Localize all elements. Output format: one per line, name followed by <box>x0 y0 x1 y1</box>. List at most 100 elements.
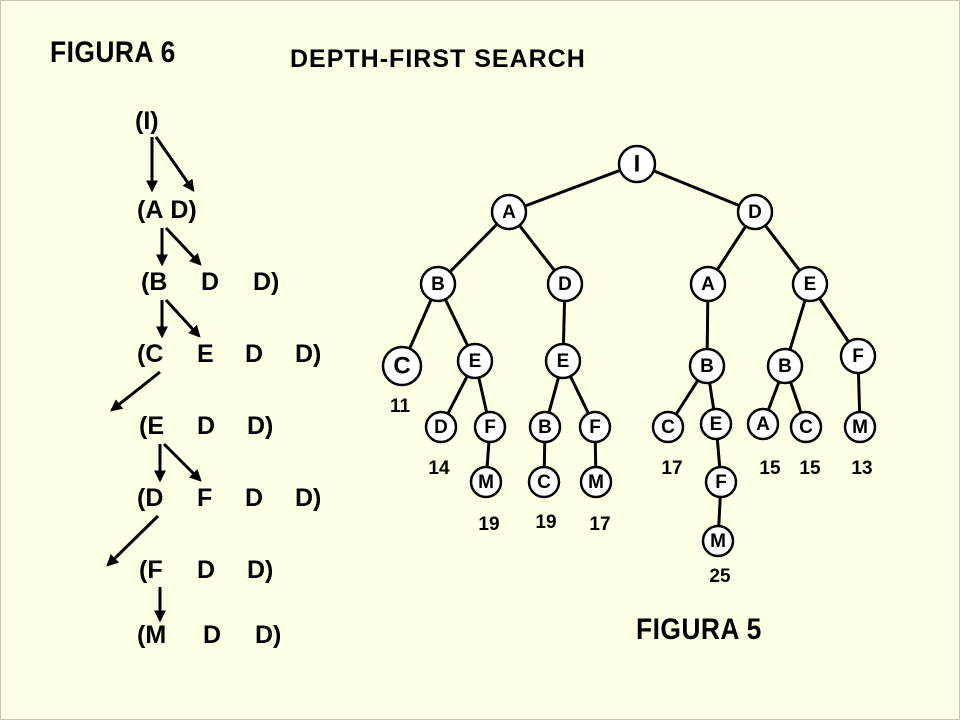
queue-item: (A <box>137 196 164 224</box>
tree-node-circle <box>839 337 877 375</box>
tree-node-circle <box>473 410 507 444</box>
queue-item: D <box>201 268 220 296</box>
path-cost-label: 14 <box>428 458 450 479</box>
tree-node-circle <box>736 193 774 231</box>
queue-arrow <box>110 370 161 412</box>
tree-node-b2: B <box>688 347 726 385</box>
path-cost-label: 17 <box>589 514 610 535</box>
queue-item: (C <box>137 340 164 368</box>
tree-node-label: D <box>558 274 572 295</box>
tree-node-e3: E <box>544 342 582 380</box>
queue-item: D <box>245 340 264 368</box>
queue-arrow <box>154 136 195 192</box>
queue-item: D <box>197 556 216 584</box>
path-cost-label: 15 <box>759 458 781 479</box>
tree-node-b4: B <box>528 410 562 444</box>
tree-node-label: E <box>710 414 723 435</box>
tree-node-m3: M <box>579 465 613 499</box>
tree-node-label: C <box>537 472 551 493</box>
tree-node-label: E <box>557 351 570 372</box>
tree-node-label: B <box>778 356 792 377</box>
tree-node-c2: C <box>651 410 685 444</box>
tree-node-a2: A <box>689 265 727 303</box>
queue-item: (I) <box>135 107 159 135</box>
tree-node-label: M <box>852 417 868 438</box>
tree-node-circle <box>546 265 584 303</box>
tree-node-label: C <box>799 417 813 438</box>
queue-item: D <box>203 621 222 649</box>
tree-node-label: A <box>701 274 715 295</box>
queue-item: D) <box>253 268 280 296</box>
tree-node-c3: C <box>789 410 823 444</box>
depth-first-search-title: DEPTH-FIRST SEARCH <box>290 45 586 73</box>
tree-node-f1: F <box>839 337 877 375</box>
figura5-title: FIGURA 5 <box>636 613 762 646</box>
tree-node-d1: D <box>736 193 774 231</box>
tree-node-circle <box>766 347 804 385</box>
tree-node-label: C <box>393 352 410 379</box>
tree-node-circle <box>704 465 738 499</box>
tree-node-b1: B <box>419 265 457 303</box>
tree-node-a1: A <box>490 193 528 231</box>
queue-arrow <box>162 442 202 482</box>
path-cost-label: 19 <box>478 514 499 535</box>
queue-item: D) <box>247 412 274 440</box>
tree-node-circle <box>528 410 562 444</box>
tree-node-label: E <box>469 351 482 372</box>
tree-node-label: B <box>538 417 552 438</box>
tree-node-circle <box>578 410 612 444</box>
queue-step-0: (I) <box>135 107 159 136</box>
tree-node-circle <box>617 144 657 184</box>
tree-node-circle <box>490 193 528 231</box>
tree-node-e1: E <box>791 265 829 303</box>
queue-item: D) <box>295 484 322 512</box>
path-cost-label: 11 <box>390 396 411 417</box>
tree-node-m1: M <box>843 410 877 444</box>
tree-node-i: I <box>617 144 657 184</box>
tree-node-c1: C <box>381 345 423 387</box>
tree-node-circle <box>419 265 457 303</box>
queue-item: (B <box>141 268 168 296</box>
queue-item: D) <box>170 196 197 224</box>
tree-node-circle <box>699 407 733 441</box>
tree-node-label: F <box>852 346 864 367</box>
tree-node-circle <box>689 265 727 303</box>
tree-node-label: B <box>431 274 445 295</box>
tree-node-b3: B <box>766 347 804 385</box>
queue-item: D) <box>247 556 274 584</box>
tree-node-label: A <box>756 414 770 435</box>
queue-item: D <box>197 412 216 440</box>
tree-node-circle <box>688 347 726 385</box>
tree-node-label: I <box>634 150 641 177</box>
queue-arrow <box>106 514 160 567</box>
queue-arrow <box>164 226 202 266</box>
tree-node-label: F <box>484 417 496 438</box>
path-cost-label: 17 <box>661 458 682 479</box>
tree-node-label: A <box>502 202 516 223</box>
tree-node-circle <box>791 265 829 303</box>
queue-step-6: (F D D) <box>139 556 273 585</box>
tree-node-label: D <box>434 417 448 438</box>
tree-node-e2: E <box>456 342 494 380</box>
tree-node-label: M <box>710 531 726 552</box>
tree-node-circle <box>701 524 735 558</box>
tree-node-circle <box>456 342 494 380</box>
queue-step-1: (A D) <box>137 196 197 225</box>
tree-node-label: E <box>804 274 817 295</box>
queue-item: D) <box>295 340 322 368</box>
queue-item: F <box>197 484 213 512</box>
queue-item: D <box>245 484 264 512</box>
queue-arrow <box>164 298 201 338</box>
tree-node-f3: F <box>578 410 612 444</box>
tree-node-label: B <box>700 356 714 377</box>
tree-node-circle <box>527 465 561 499</box>
queue-item: (F <box>139 556 163 584</box>
tree-node-circle <box>651 410 685 444</box>
tree-node-d2: D <box>546 265 584 303</box>
path-cost-label: 13 <box>851 458 872 479</box>
